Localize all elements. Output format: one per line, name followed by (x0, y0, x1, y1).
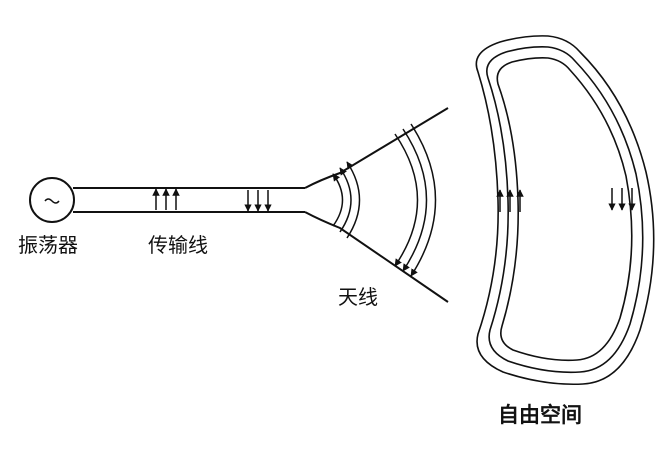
free-space-loop-middle (486, 46, 644, 374)
antenna-field-arc (402, 128, 428, 272)
transmission-line-label: 传输线 (148, 233, 208, 257)
free-space-loop-outer (475, 35, 655, 386)
antenna-field-arc (346, 161, 361, 239)
antenna-field-arc (332, 173, 344, 227)
antenna-lower-arm (304, 211, 449, 303)
antenna-field-arc (410, 123, 437, 277)
oscillator-tilde (44, 198, 60, 204)
antenna-field-arc (339, 167, 352, 233)
antenna-field-arc (394, 133, 419, 267)
oscillator-symbol (29, 177, 75, 223)
free-space-label: 自由空间 (498, 403, 582, 427)
antenna-label: 天线 (338, 285, 378, 309)
antenna-upper-arm (304, 107, 449, 189)
free-space-loop-inner (496, 57, 633, 362)
oscillator-label: 振荡器 (18, 233, 78, 257)
